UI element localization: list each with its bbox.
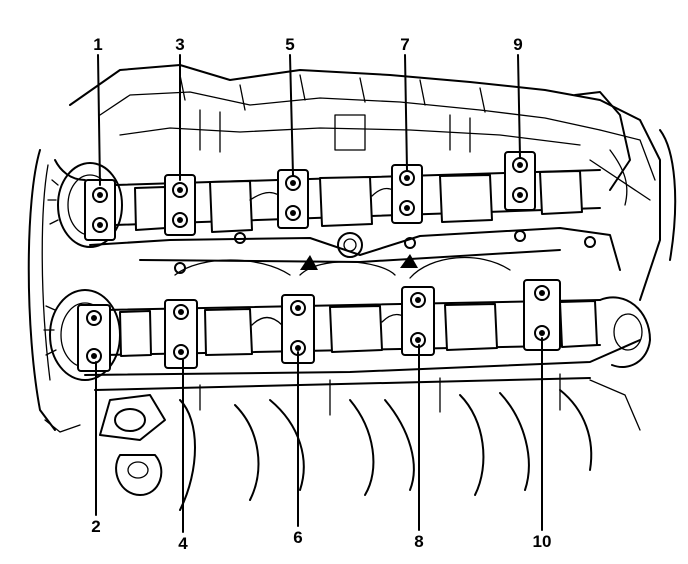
callout-5: 5 [285,35,294,54]
callout-6: 6 [293,528,302,547]
leader-lines [95,54,543,533]
bearing-cap-2 [77,304,111,372]
timing-pulley-housing [27,149,123,431]
bearing-cap-9 [504,151,536,211]
callout-labels: 1 3 5 7 9 2 4 6 8 10 [91,35,551,553]
leader-line-7 [404,54,408,171]
callout-10: 10 [533,532,552,551]
leader-line-5 [289,54,294,176]
callout-2: 2 [91,517,100,536]
bearing-cap-3 [164,174,196,236]
lower-camshaft [104,299,601,357]
callout-4: 4 [178,534,188,553]
callout-9: 9 [513,35,522,54]
leader-line-1 [97,54,101,186]
lower-engine-block [44,296,651,511]
callout-8: 8 [414,532,423,551]
bearing-cap-5 [277,169,309,229]
upper-head-rail [89,227,621,279]
callout-7: 7 [400,35,409,54]
bearing-cap-4 [164,299,198,369]
bearing-cap-1 [84,179,116,241]
leader-line-9 [517,54,521,158]
bearing-cap-7 [391,164,423,224]
callout-3: 3 [175,35,184,54]
engine-background [69,64,677,301]
upper-bearing-caps [84,151,536,241]
bearing-cap-8 [401,286,435,356]
callout-1: 1 [93,35,102,54]
